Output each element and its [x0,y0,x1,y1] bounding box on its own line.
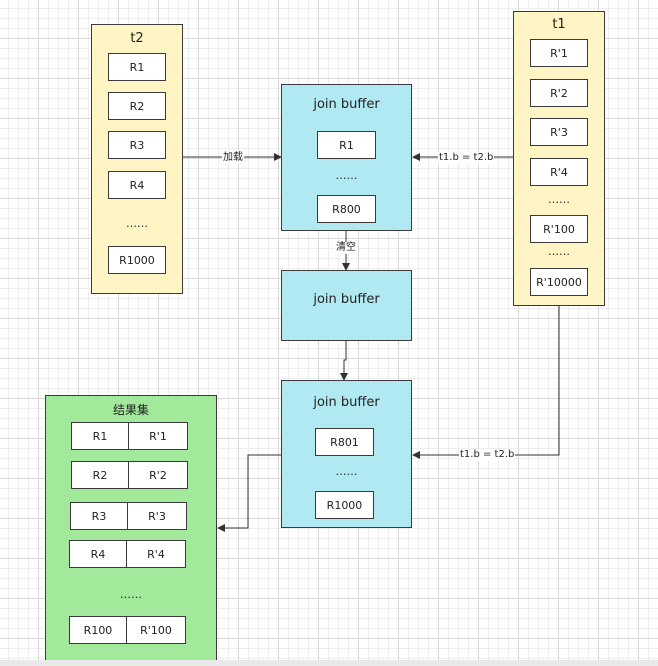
join-buffer-2: join buffer [281,270,412,341]
table-t1-title: t1 [552,17,566,32]
table-t2-title: t2 [130,31,144,46]
result-row-right: R'100 [126,616,186,644]
edge-load-label: 加载 [222,152,244,164]
t1-row-100: R'100 [530,215,588,243]
t2-row: R3 [108,131,166,159]
table-t2: t2 R1 R2 R3 R4 …… R1000 [91,24,183,294]
result-row-left: R1 [71,422,129,450]
buffer3-row-last: R1000 [315,491,374,519]
edge-refill-line [340,341,348,381]
canvas-bottom-bar [0,660,658,666]
result-set: 结果集 R1 R'1 R2 R'2 R3 R'3 R4 R'4 …… R100 … [45,395,217,662]
t1-row: R'1 [530,39,588,67]
result-row-right: R'4 [126,540,186,568]
edge-output-line [217,454,281,532]
edge-match-top-label: t1.b = t2.b [438,152,495,164]
result-row-right: R'3 [127,502,187,530]
t1-ellipsis-2: …… [548,245,570,258]
buffer3-ellipsis: …… [335,465,358,478]
buffer3-row-first: R801 [315,428,374,456]
t1-row: R'2 [530,79,588,107]
result-ellipsis: …… [120,588,142,601]
t1-row: R'3 [530,118,588,146]
t2-row: R4 [108,171,166,199]
t1-row: R'4 [530,158,588,186]
result-set-title: 结果集 [112,403,149,417]
join-buffer-2-title: join buffer [313,292,380,307]
join-buffer-3: join buffer R801 …… R1000 [281,380,412,528]
edge-clear-label: 清空 [335,242,357,254]
t2-row: R1 [108,53,166,81]
table-t1: t1 R'1 R'2 R'3 R'4 …… R'100 …… R'10000 [513,11,605,306]
t2-ellipsis: …… [126,217,148,230]
buffer1-row-last: R800 [317,195,376,223]
buffer1-ellipsis: …… [335,169,358,182]
t1-row-last: R'10000 [530,268,588,296]
edge-match-bottom-line [412,306,560,459]
result-row-left: R2 [71,461,129,489]
buffer1-row-first: R1 [317,131,376,159]
result-row-left: R4 [69,540,127,568]
t1-ellipsis-1: …… [548,193,570,206]
t2-row: R2 [108,92,166,120]
join-buffer-1: join buffer R1 …… R800 [281,84,412,231]
result-row-right: R'2 [128,461,188,489]
result-row-left: R100 [69,616,127,644]
t2-row-last: R1000 [108,246,166,274]
join-buffer-1-title: join buffer [313,97,380,112]
result-row-left: R3 [70,502,128,530]
edge-match-bottom-label: t1.b = t2.b [459,449,516,461]
result-row-right: R'1 [128,422,188,450]
join-buffer-3-title: join buffer [313,395,380,410]
